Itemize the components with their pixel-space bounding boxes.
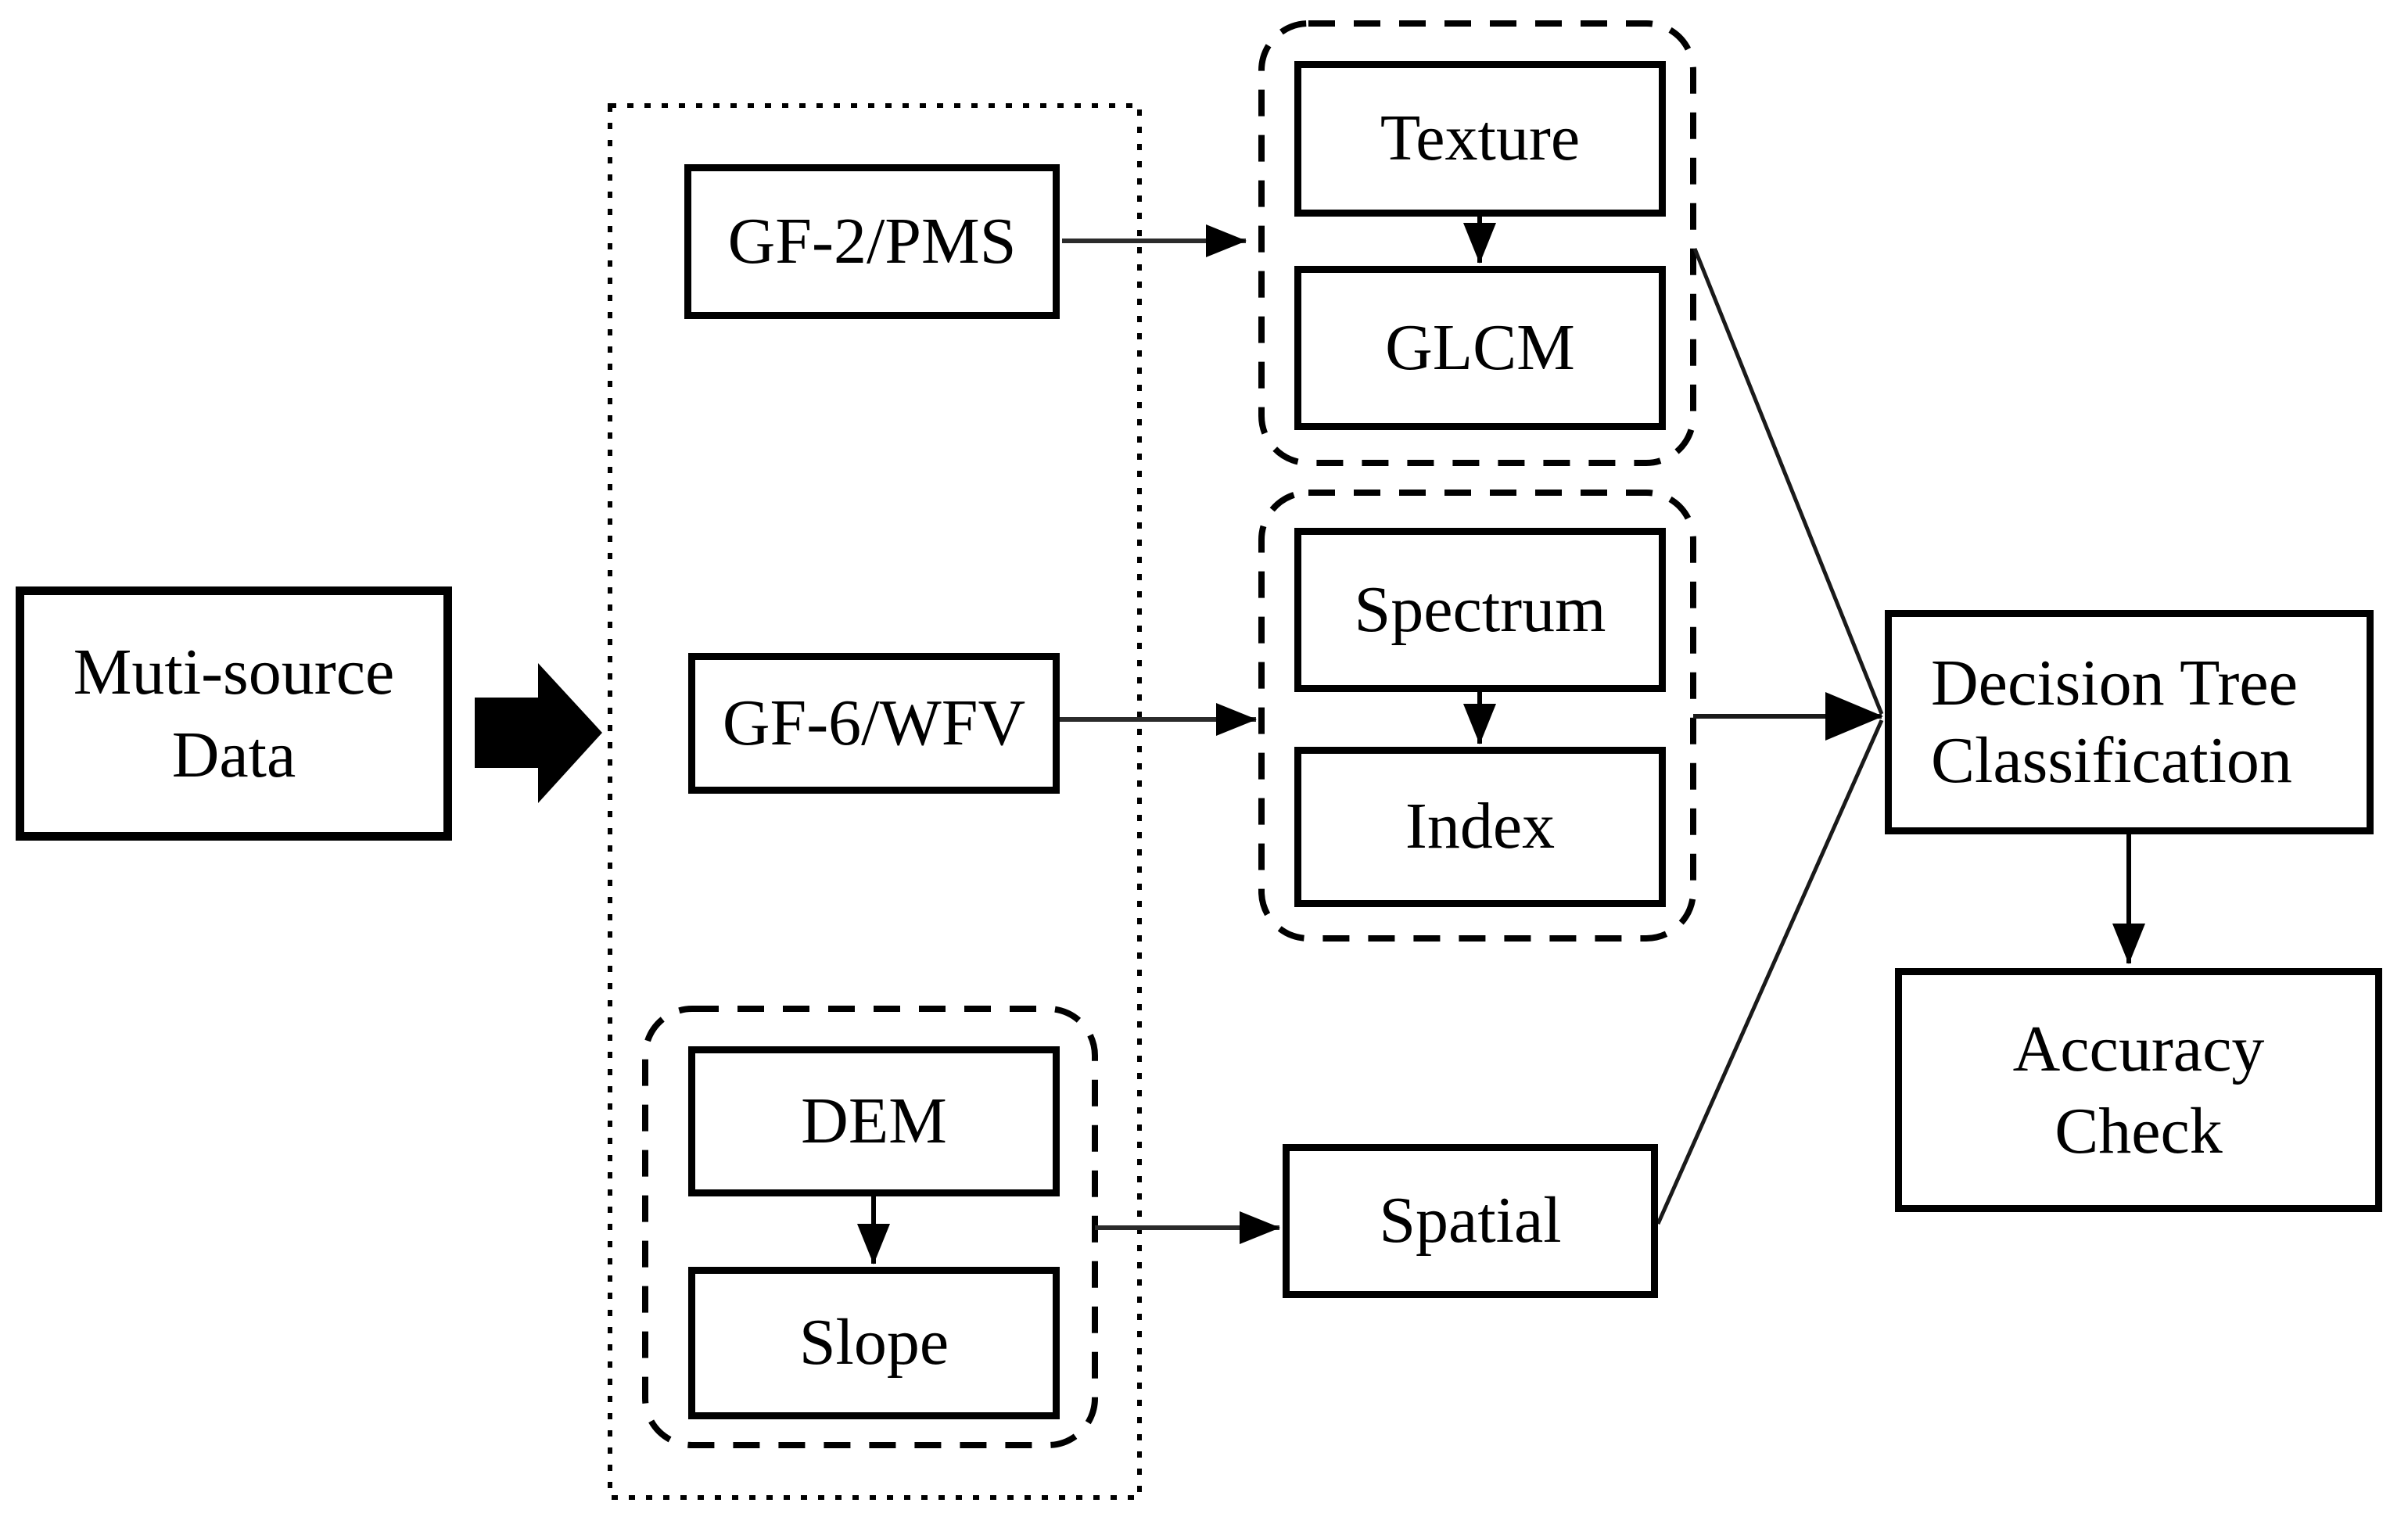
node-label-line: Classification — [1931, 723, 2292, 797]
node-accuracy-check: Accuracy Check — [1895, 968, 2382, 1212]
node-label: GLCM — [1385, 310, 1575, 384]
node-label: DEM — [801, 1084, 947, 1157]
dotted-group-border — [608, 103, 1142, 1500]
node-label: GF-6/WFV — [722, 686, 1026, 759]
node-index: Index — [1294, 747, 1666, 907]
node-multi-source-data: Muti-source Data — [16, 586, 452, 841]
texture-glcm-group-border — [1258, 20, 1696, 466]
node-slope: Slope — [688, 1267, 1060, 1419]
connector-spatial-decision — [1656, 719, 1884, 1225]
node-label: Texture — [1380, 102, 1581, 175]
node-glcm: GLCM — [1294, 266, 1666, 430]
connector-texglcm-decision — [1692, 248, 1884, 715]
node-gf2-pms: GF-2/PMS — [684, 164, 1060, 319]
node-spectrum: Spectrum — [1294, 528, 1666, 692]
node-label: Spectrum — [1354, 572, 1606, 646]
node-label: Slope — [798, 1306, 949, 1379]
node-spatial: Spatial — [1283, 1144, 1658, 1298]
node-label-line: Muti-source — [73, 635, 395, 708]
node-label-line: Data — [171, 718, 296, 791]
node-label: Spatial — [1379, 1184, 1562, 1257]
spectrum-index-group-border — [1258, 490, 1696, 942]
node-label: Index — [1405, 790, 1556, 863]
node-gf6-wfv: GF-6/WFV — [688, 653, 1060, 794]
node-label: GF-2/PMS — [727, 204, 1017, 278]
node-label-line: Accuracy — [2012, 1013, 2265, 1085]
node-dem: DEM — [688, 1046, 1060, 1196]
node-label-line: Check — [2055, 1095, 2223, 1168]
node-decision-tree-classification: Decision Tree Classification — [1885, 610, 2374, 834]
flow-arrow-icon — [475, 663, 602, 803]
node-label-line: Decision Tree — [1931, 647, 2298, 720]
node-texture: Texture — [1294, 61, 1666, 217]
